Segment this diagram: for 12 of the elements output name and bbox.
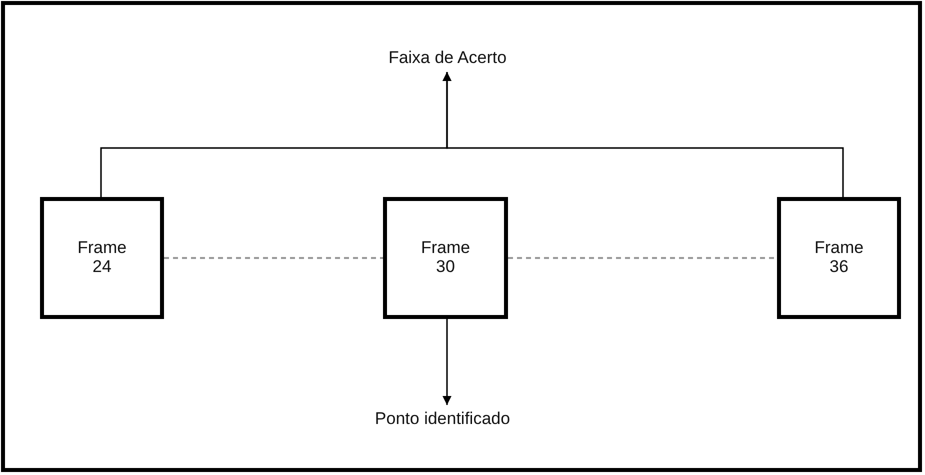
caption-text: Ponto identificado	[310, 405, 575, 433]
frame-box	[777, 197, 901, 319]
frame-label: Frame 30	[420, 239, 472, 277]
caption-text: Faixa de Acerto	[330, 44, 565, 72]
arrow	[442, 72, 844, 197]
frame-label: Frame 36	[813, 239, 865, 277]
frame-box	[40, 197, 164, 319]
frame-box	[383, 197, 508, 319]
dashed-line	[164, 257, 383, 259]
arrow	[442, 319, 452, 405]
frame-label: Frame 24	[76, 239, 128, 277]
dashed-line	[508, 257, 777, 259]
